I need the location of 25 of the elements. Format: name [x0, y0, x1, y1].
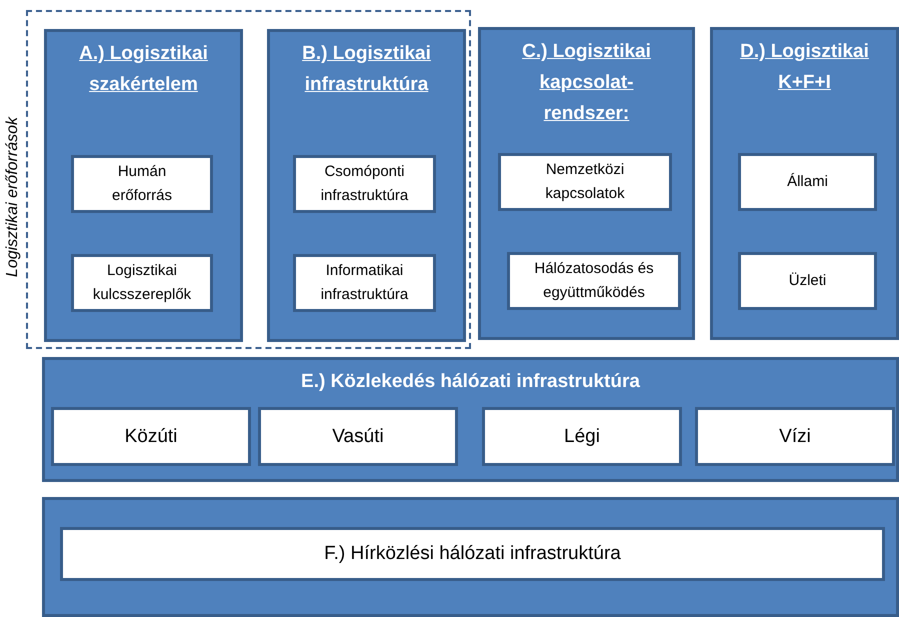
- layer-band: [42, 497, 899, 617]
- item-box: Légi: [482, 407, 682, 466]
- panel-heading: A.) Logisztikai szakértelem: [78, 42, 209, 97]
- panel-heading: E.) Közlekedés hálózati infrastruktúra: [300, 370, 641, 394]
- item-box: Vasúti: [258, 407, 458, 466]
- category-panel: [44, 29, 243, 342]
- item-box: F.) Hírközlési hálózati infrastruktúra: [60, 527, 885, 581]
- item-box: Nemzetközi kapcsolatok: [498, 153, 672, 211]
- item-box: Vízi: [695, 407, 895, 466]
- item-box: Humán erőforrás: [71, 155, 213, 213]
- group-label: Logisztikai erőforrások: [4, 117, 22, 278]
- item-box: Üzleti: [738, 252, 877, 310]
- category-panel: [478, 27, 695, 340]
- category-panel: [267, 29, 466, 342]
- item-box: Állami: [738, 153, 877, 211]
- layer-band: [42, 357, 899, 482]
- panel-heading: D.) Logisztikai K+F+I: [739, 40, 870, 95]
- item-box: Hálózatosodás és együttműködés: [507, 252, 681, 310]
- panel-heading: C.) Logisztikai kapcsolat- rendszer:: [521, 40, 652, 126]
- item-box: Logisztikai kulcsszereplők: [71, 254, 213, 312]
- category-panel: [710, 27, 899, 340]
- item-box: Csomóponti infrastruktúra: [293, 155, 436, 213]
- item-box: Közúti: [51, 407, 251, 466]
- panel-heading: B.) Logisztikai infrastruktúra: [301, 42, 432, 97]
- item-box: Informatikai infrastruktúra: [293, 254, 436, 312]
